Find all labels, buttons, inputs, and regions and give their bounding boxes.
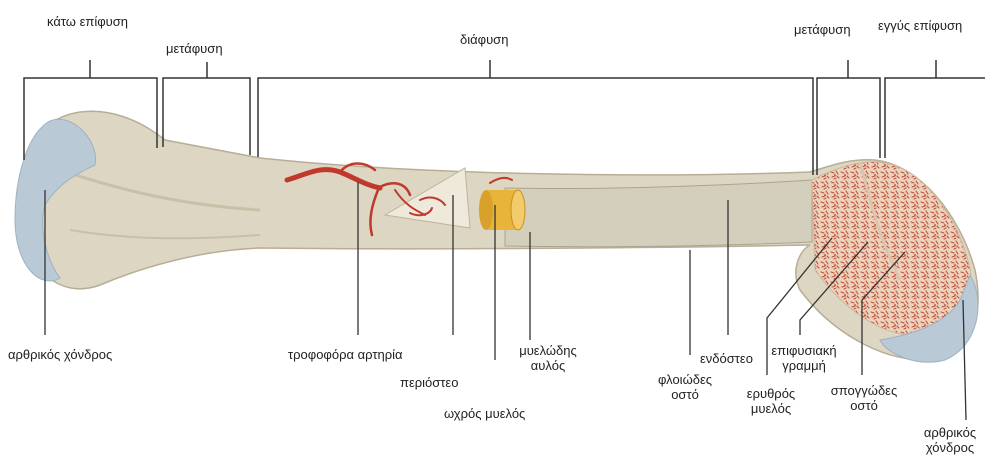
label-medullary-cavity-line2: αυλός	[508, 358, 588, 373]
label-epiphyseal-line-line2: γραμμή	[760, 358, 848, 373]
label-red-marrow-line1: ερυθρός	[731, 386, 811, 401]
label-endosteum: ενδόστεο	[700, 351, 753, 366]
label-distal-epiphysis: κάτω επίφυση	[47, 14, 128, 29]
label-diaphysis: διάφυση	[460, 32, 508, 47]
label-articular-cartilage-left: αρθρικός χόνδρος	[8, 347, 112, 362]
medullary-cavity-region	[505, 180, 812, 247]
label-red-marrow: ερυθρός μυελός	[731, 386, 811, 416]
label-metaphysis-right: μετάφυση	[794, 22, 851, 37]
label-compact-bone-line1: φλοιώδες	[645, 372, 725, 387]
label-spongy-bone-line2: οστό	[822, 398, 906, 413]
label-articular-cartilage-right: αρθρικός χόνδρος	[915, 425, 985, 455]
label-red-marrow-line2: μυελός	[731, 401, 811, 416]
label-yellow-marrow: ωχρός μυελός	[444, 406, 525, 421]
label-metaphysis-left: μετάφυση	[166, 41, 223, 56]
label-compact-bone: φλοιώδες οστό	[645, 372, 725, 402]
label-spongy-bone-line1: σπογγώδες	[822, 383, 906, 398]
label-proximal-epiphysis: εγγύς επίφυση	[878, 18, 962, 33]
label-epiphyseal-line: επιφυσιακή γραμμή	[760, 343, 848, 373]
label-medullary-cavity: μυελώδης αυλός	[508, 343, 588, 373]
yellow-marrow-cylinder	[479, 190, 525, 230]
label-articular-cartilage-right-line2: χόνδρος	[915, 440, 985, 455]
label-periosteum: περιόστεο	[400, 375, 458, 390]
label-compact-bone-line2: οστό	[645, 387, 725, 402]
label-nutrient-artery: τροφοφόρα αρτηρία	[288, 347, 403, 362]
label-spongy-bone: σπογγώδες οστό	[822, 383, 906, 413]
label-epiphyseal-line-line1: επιφυσιακή	[760, 343, 848, 358]
label-articular-cartilage-right-line1: αρθρικός	[915, 425, 985, 440]
label-medullary-cavity-line1: μυελώδης	[508, 343, 588, 358]
